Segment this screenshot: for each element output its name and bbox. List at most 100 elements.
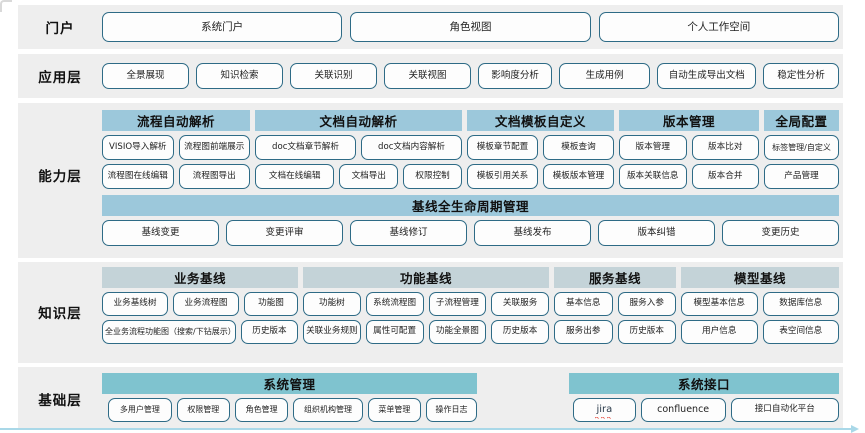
cap-item-flowchart-frontend-display[interactable]: 流程图前端展示 <box>178 135 250 160</box>
capability-group-process-parse: 流程自动解析 VISIO导入解析 流程图前端展示 流程图在线编辑 流程图导出 <box>102 110 250 189</box>
cap-item-template-query[interactable]: 模板查询 <box>543 135 614 160</box>
app-item-relation-view[interactable]: 关联视图 <box>384 63 472 89</box>
know-item-history-version-business[interactable]: 历史版本 <box>240 320 298 344</box>
cap-item-visio-import-parse[interactable]: VISIO导入解析 <box>102 135 174 160</box>
cap-item-version-compare[interactable]: 版本比对 <box>691 135 759 160</box>
know-item-related-business-rule[interactable]: 关联业务规则 <box>303 320 361 344</box>
app-item-relation-recognition[interactable]: 关联识别 <box>290 63 378 89</box>
know-item-related-service[interactable]: 关联服务 <box>491 292 549 316</box>
knowledge-group-model-baseline: 模型基线 模型基本信息 数据库信息 用户信息 表空间信息 <box>681 267 839 344</box>
know-item-tablespace-info[interactable]: 表空间信息 <box>762 320 839 344</box>
capability-lifecycle-band: 基线全生命周期管理 基线变更 变更评审 基线修订 基线发布 版本纠错 变更历史 <box>102 195 839 246</box>
cap-item-template-chapter-config[interactable]: 模板章节配置 <box>467 135 538 160</box>
foundation-group-system-mgmt: 系统管理 多用户管理 权限管理 角色管理 组织机构管理 菜单管理 操作日志 <box>102 373 477 422</box>
capability-group-columns: 流程自动解析 VISIO导入解析 流程图前端展示 流程图在线编辑 流程图导出 文… <box>102 110 839 189</box>
lifecycle-item-version-correction[interactable]: 版本纠错 <box>598 220 715 246</box>
lifecycle-item-change-review[interactable]: 变更评审 <box>226 220 343 246</box>
know-item-service-input-param[interactable]: 服务入参 <box>617 292 676 316</box>
group-title-service-baseline: 服务基线 <box>554 267 676 288</box>
cap-item-product-management[interactable]: 产品管理 <box>764 164 839 189</box>
cap-item-doc-online-edit[interactable]: 文档在线编辑 <box>255 164 335 189</box>
lifecycle-item-baseline-change[interactable]: 基线变更 <box>102 220 219 246</box>
cap-item-flowchart-export[interactable]: 流程图导出 <box>178 164 250 189</box>
cap-item-template-reference-relation[interactable]: 模板引用关系 <box>467 164 538 189</box>
portal-item-personal-workspace[interactable]: 个人工作空间 <box>598 12 839 42</box>
group-title-baseline-lifecycle: 基线全生命周期管理 <box>102 195 839 216</box>
app-item-panorama[interactable]: 全景展现 <box>102 63 190 89</box>
group-title-version-mgmt: 版本管理 <box>619 110 759 131</box>
know-item-history-version-function[interactable]: 历史版本 <box>491 320 549 344</box>
app-item-generate-usecase[interactable]: 生成用例 <box>559 63 651 89</box>
group-title-doc-parse: 文档自动解析 <box>255 110 462 131</box>
know-item-service-output-param[interactable]: 服务出参 <box>554 320 613 344</box>
application-pill-group: 全景展现 知识检索 关联识别 关联视图 影响度分析 生成用例 自动生成导出文档 … <box>102 63 843 89</box>
cap-item-doc-content-parse[interactable]: doc文档内容解析 <box>361 135 462 160</box>
layer-label-foundation: 基础层 <box>38 393 82 409</box>
bottom-arrow-icon <box>851 425 859 433</box>
cap-item-template-version-mgmt[interactable]: 模板版本管理 <box>543 164 614 189</box>
cap-item-permission-control[interactable]: 权限控制 <box>403 164 462 189</box>
lifecycle-item-baseline-revise[interactable]: 基线修订 <box>350 220 467 246</box>
knowledge-group-columns: 业务基线 业务基线树 业务流程图 功能图 全业务流程功能图（搜索/下钻展示） 历… <box>102 267 839 344</box>
cap-item-flowchart-online-edit[interactable]: 流程图在线编辑 <box>102 164 174 189</box>
found-item-multi-user-mgmt[interactable]: 多用户管理 <box>108 398 172 422</box>
knowledge-group-function-baseline: 功能基线 功能树 系统流程图 子流程管理 关联服务 关联业务规则 属性可配置 功… <box>303 267 549 344</box>
portal-item-system-portal[interactable]: 系统门户 <box>102 12 343 42</box>
know-item-function-panorama[interactable]: 功能全景图 <box>428 320 487 344</box>
cap-item-version-relation-info[interactable]: 版本关联信息 <box>619 164 687 189</box>
know-item-function-tree[interactable]: 功能树 <box>303 292 361 316</box>
found-item-permission-mgmt[interactable]: 权限管理 <box>176 398 230 422</box>
know-item-system-flowchart[interactable]: 系统流程图 <box>365 292 424 316</box>
know-item-business-baseline-tree[interactable]: 业务基线树 <box>102 292 168 316</box>
group-title-doc-template: 文档模板自定义 <box>467 110 614 131</box>
group-title-function-baseline: 功能基线 <box>303 267 549 288</box>
know-item-history-version-service[interactable]: 历史版本 <box>617 320 676 344</box>
know-item-subprocess-management[interactable]: 子流程管理 <box>428 292 487 316</box>
know-item-model-basic-info[interactable]: 模型基本信息 <box>681 292 758 316</box>
know-item-function-chart[interactable]: 功能图 <box>244 292 298 316</box>
found-item-role-mgmt[interactable]: 角色管理 <box>234 398 289 422</box>
layer-row-knowledge: 知识层 业务基线 业务基线树 业务流程图 功能图 全业务流程功能图（搜索/下钻展… <box>18 262 843 363</box>
layer-row-portal: 门户 系统门户 角色视图 个人工作空间 <box>18 5 843 49</box>
portal-item-role-view[interactable]: 角色视图 <box>350 12 591 42</box>
foundation-group-columns: 系统管理 多用户管理 权限管理 角色管理 组织机构管理 菜单管理 操作日志 系统… <box>102 373 839 422</box>
cap-item-doc-chapter-parse[interactable]: doc文档章节解析 <box>255 135 356 160</box>
app-item-impact-analysis[interactable]: 影响度分析 <box>478 63 553 89</box>
capability-group-doc-template: 文档模板自定义 模板章节配置 模板查询 模板引用关系 模板版本管理 <box>467 110 614 189</box>
found-item-interface-automation-platform[interactable]: 接口自动化平台 <box>730 398 839 422</box>
lifecycle-item-change-history[interactable]: 变更历史 <box>722 220 839 246</box>
cap-item-version-merge[interactable]: 版本合并 <box>691 164 759 189</box>
cap-item-doc-export[interactable]: 文档导出 <box>339 164 399 189</box>
know-item-attribute-configurable[interactable]: 属性可配置 <box>365 320 424 344</box>
found-item-jira[interactable]: jira <box>573 398 636 422</box>
app-item-knowledge-search[interactable]: 知识检索 <box>196 63 284 89</box>
found-item-menu-mgmt[interactable]: 菜单管理 <box>367 398 422 422</box>
app-item-stability-analysis[interactable]: 稳定性分析 <box>763 63 840 89</box>
layer-row-foundation: 基础层 系统管理 多用户管理 权限管理 角色管理 组织机构管理 菜单管理 操作日… <box>18 367 843 429</box>
found-item-org-structure-mgmt[interactable]: 组织机构管理 <box>293 398 363 422</box>
found-item-confluence[interactable]: confluence <box>640 398 726 422</box>
knowledge-group-service-baseline: 服务基线 基本信息 服务入参 服务出参 历史版本 <box>554 267 676 344</box>
cap-item-version-management[interactable]: 版本管理 <box>619 135 687 160</box>
cap-item-tag-management-custom[interactable]: 标签管理/自定义 <box>764 135 839 160</box>
capability-group-version-mgmt: 版本管理 版本管理 版本比对 版本关联信息 版本合并 <box>619 110 759 189</box>
capability-group-global-config: 全局配置 标签管理/自定义 产品管理 <box>764 110 839 189</box>
lifecycle-item-baseline-release[interactable]: 基线发布 <box>474 220 591 246</box>
found-item-operation-log[interactable]: 操作日志 <box>426 398 477 422</box>
layer-label-application: 应用层 <box>38 70 82 86</box>
know-item-full-business-flow-function-chart[interactable]: 全业务流程功能图（搜索/下钻展示） <box>102 320 236 344</box>
bottom-accent-line <box>0 428 852 430</box>
group-title-business-baseline: 业务基线 <box>102 267 298 288</box>
app-item-auto-export-doc[interactable]: 自动生成导出文档 <box>657 63 757 89</box>
know-item-database-info[interactable]: 数据库信息 <box>762 292 839 316</box>
knowledge-group-business-baseline: 业务基线 业务基线树 业务流程图 功能图 全业务流程功能图（搜索/下钻展示） 历… <box>102 267 298 344</box>
know-item-business-flowchart[interactable]: 业务流程图 <box>173 292 239 316</box>
layer-label-portal: 门户 <box>45 21 75 37</box>
jira-label: jira <box>595 404 614 419</box>
foundation-group-system-interface: 系统接口 jira confluence 接口自动化平台 <box>569 373 839 422</box>
group-title-model-baseline: 模型基线 <box>681 267 839 288</box>
know-item-user-info[interactable]: 用户信息 <box>681 320 758 344</box>
group-title-system-interface: 系统接口 <box>569 373 839 394</box>
layer-label-capability: 能力层 <box>38 169 82 185</box>
know-item-basic-info[interactable]: 基本信息 <box>554 292 613 316</box>
